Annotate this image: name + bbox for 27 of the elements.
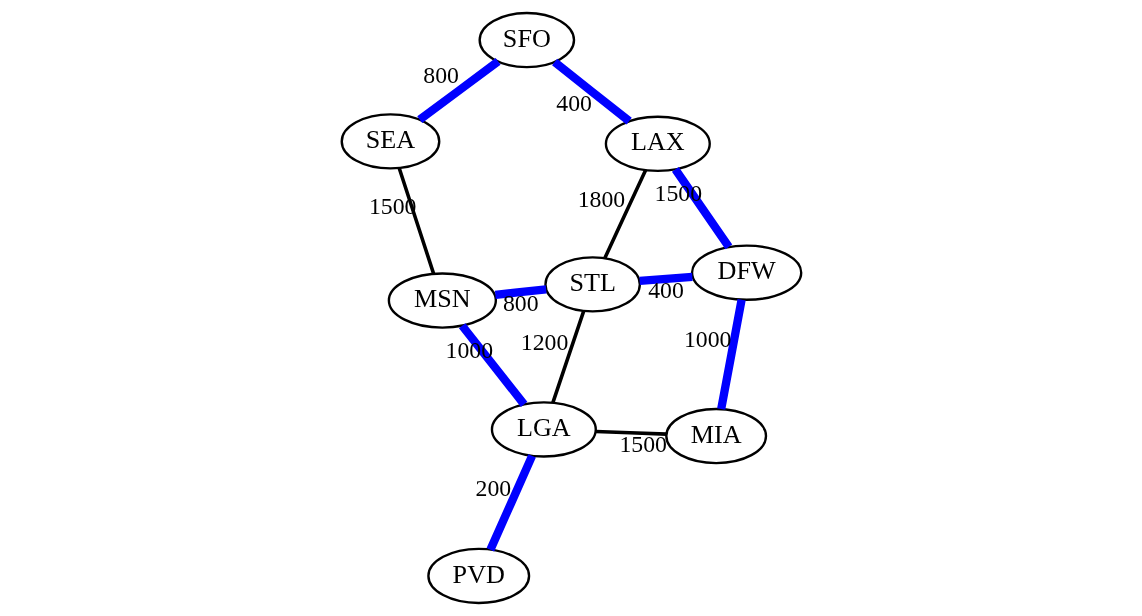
edge-label: 800 [422, 62, 459, 89]
connector [396, 167, 435, 275]
edge-label: 1000 [683, 326, 731, 353]
edge-label: 1800 [577, 186, 625, 213]
edge-label: 1500 [618, 430, 667, 457]
connector [602, 169, 647, 259]
node-ellipse: MSN [387, 272, 497, 329]
edge-label: 800 [502, 290, 539, 317]
connector [550, 310, 585, 404]
node-ellipse: LGA [490, 401, 597, 458]
edge-label: 400 [647, 276, 684, 303]
edge-label: 200 [475, 474, 511, 501]
node-ellipse: PVD [426, 547, 530, 605]
connector [551, 58, 632, 125]
node-ellipse: SEA [340, 113, 440, 170]
connector [494, 285, 547, 299]
node-ellipse: STL [543, 256, 641, 313]
edge-label: 400 [555, 89, 592, 116]
edge-label: 1200 [520, 328, 568, 355]
node-ellipse: SFO [477, 11, 575, 69]
connector [486, 454, 536, 552]
node-ellipse: DFW [690, 244, 802, 301]
connector [716, 298, 746, 410]
connector [595, 429, 667, 436]
connector [416, 58, 501, 123]
node-ellipse: LAX [604, 115, 711, 173]
connector [638, 272, 693, 285]
